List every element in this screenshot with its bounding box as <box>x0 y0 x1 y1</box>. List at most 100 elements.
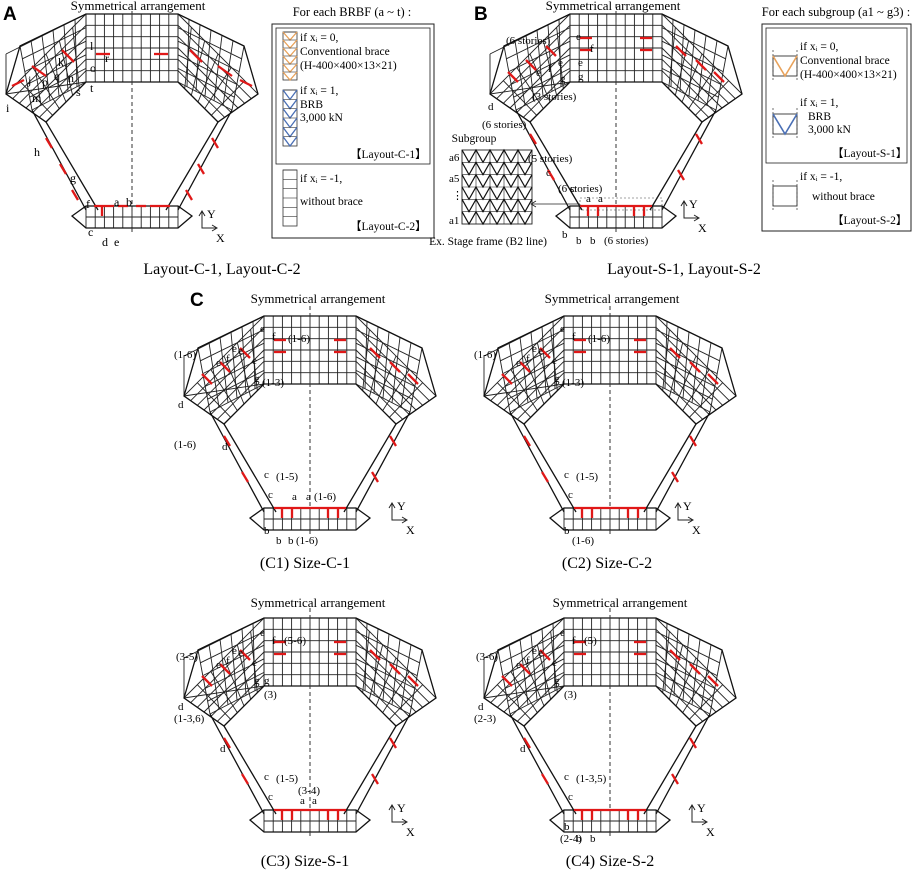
plan-label: e <box>260 323 265 335</box>
plan-label: (1-6) <box>174 439 196 451</box>
symmetry-title-c1: Symmetrical arrangement <box>251 291 386 306</box>
right-wing-grid-b <box>697 35 707 101</box>
left-wing-grid-b <box>209 685 265 715</box>
left-wing-grid-b <box>63 24 69 92</box>
bottom-outline <box>248 507 372 531</box>
right-wing-grid-b <box>655 644 718 677</box>
right-wing-grid-b <box>391 337 401 403</box>
plan-label: g <box>554 675 560 687</box>
right-wing-grid <box>368 342 384 398</box>
x-arrowhead <box>687 516 694 524</box>
left-wing-grid <box>197 684 231 720</box>
right-wing-grid-b <box>655 658 716 689</box>
plan-label: e <box>532 343 537 355</box>
plan-label: a <box>312 795 317 807</box>
plan-label: c <box>88 225 93 239</box>
icon-brace <box>282 31 298 41</box>
icon-brace <box>282 126 298 138</box>
right-wing-grid-b <box>409 649 423 715</box>
brace-highlight <box>223 737 231 749</box>
right-wing-grid-b <box>709 649 723 715</box>
left-side-wall <box>45 121 99 211</box>
left-wing-grid-b <box>209 383 265 413</box>
left-side-wall <box>223 423 277 513</box>
brace-highlight <box>407 675 419 687</box>
plan-label: d <box>178 399 184 411</box>
brace-highlight <box>539 347 551 359</box>
brace-highlight <box>217 65 233 77</box>
y-axis-label: Y <box>683 499 692 513</box>
right-wing-grid-b <box>186 19 190 87</box>
brace-highlight <box>239 347 251 359</box>
right-wing-grid-b <box>355 342 418 375</box>
legend-c-spec-0: (H-400×400×13×21) <box>300 60 397 72</box>
brace-highlight <box>689 435 697 447</box>
right-wing-grid-b <box>700 644 712 710</box>
left-side-wall <box>223 725 277 815</box>
right-wing-grid-b <box>355 329 420 362</box>
right-wing-grid-b <box>655 329 720 362</box>
brace-highlight <box>219 663 231 675</box>
plan-label: (5) <box>584 635 597 647</box>
left-wing-grid-b <box>52 29 60 97</box>
caption-c4: (C4) Size-S-2 <box>566 853 654 870</box>
plan-label: g <box>254 675 260 687</box>
subgroup-row-a1: a1 <box>449 215 459 227</box>
right-wing-grid-b <box>673 326 679 394</box>
left-wing-grid-b <box>504 658 565 689</box>
icon-brace <box>282 39 298 49</box>
left-wing-edge <box>483 685 565 699</box>
y-arrowhead <box>388 502 396 509</box>
left-wing-grid <box>19 80 53 116</box>
brace-highlight <box>369 649 381 661</box>
x-axis-label: X <box>406 825 415 839</box>
right-wing-grid <box>368 644 384 700</box>
right-wing-grid-b <box>655 685 711 715</box>
axis-arrows <box>677 504 692 521</box>
y-arrowhead <box>198 210 206 217</box>
left-wing-grid-b <box>515 81 571 111</box>
left-wing-grid-b <box>502 342 565 375</box>
right-side-wall <box>343 725 397 815</box>
right-wing-grid-b <box>715 45 729 111</box>
brace-highlight <box>189 49 203 63</box>
axis-arrows <box>691 806 706 823</box>
left-wing-grid <box>236 644 252 700</box>
legend-c-cond-2: if xᵢ = -1, <box>300 173 342 185</box>
plan-label: e <box>114 235 119 249</box>
legend-c-inner-frame <box>275 27 431 165</box>
plan-label: b <box>264 525 270 537</box>
right-wing-grid <box>389 684 423 720</box>
legend-c-desc-1: BRB <box>300 99 323 111</box>
left-wing-grid <box>536 342 552 398</box>
left-side-wall-outer <box>509 713 565 815</box>
left-wing-grid-b <box>252 623 256 691</box>
icon-brace <box>282 71 298 81</box>
plan-label: (2-3) <box>474 713 496 725</box>
brace-highlight <box>31 65 47 77</box>
plan-label: m <box>32 91 42 105</box>
brace-highlight <box>219 361 231 373</box>
plan-label: (1-3) <box>562 377 584 389</box>
right-side-wall-outer <box>661 109 717 211</box>
left-side-wall <box>523 423 577 513</box>
plan-label: q <box>54 69 60 83</box>
plan-label: e <box>260 627 265 639</box>
right-wing-grid-b <box>213 35 223 101</box>
plan-label: d <box>520 743 526 755</box>
brace-highlight <box>239 649 251 661</box>
plan-label: e <box>576 31 581 43</box>
left-wing-grid <box>58 40 74 96</box>
x-arrowhead <box>211 224 218 232</box>
right-wing-grid-b <box>670 19 674 87</box>
plan-label: f <box>226 353 230 365</box>
plan-label: i <box>6 101 10 115</box>
legend-c-desc-2: without brace <box>300 196 363 208</box>
left-wing-grid-b <box>519 337 529 403</box>
symmetry-title-c3: Symmetrical arrangement <box>251 595 386 610</box>
plan-label: o <box>90 61 96 75</box>
right-wing-grid-b <box>231 45 245 111</box>
left-side-wall-outer <box>209 713 265 815</box>
brace-highlight <box>541 471 549 483</box>
right-wing-grid <box>695 80 729 116</box>
